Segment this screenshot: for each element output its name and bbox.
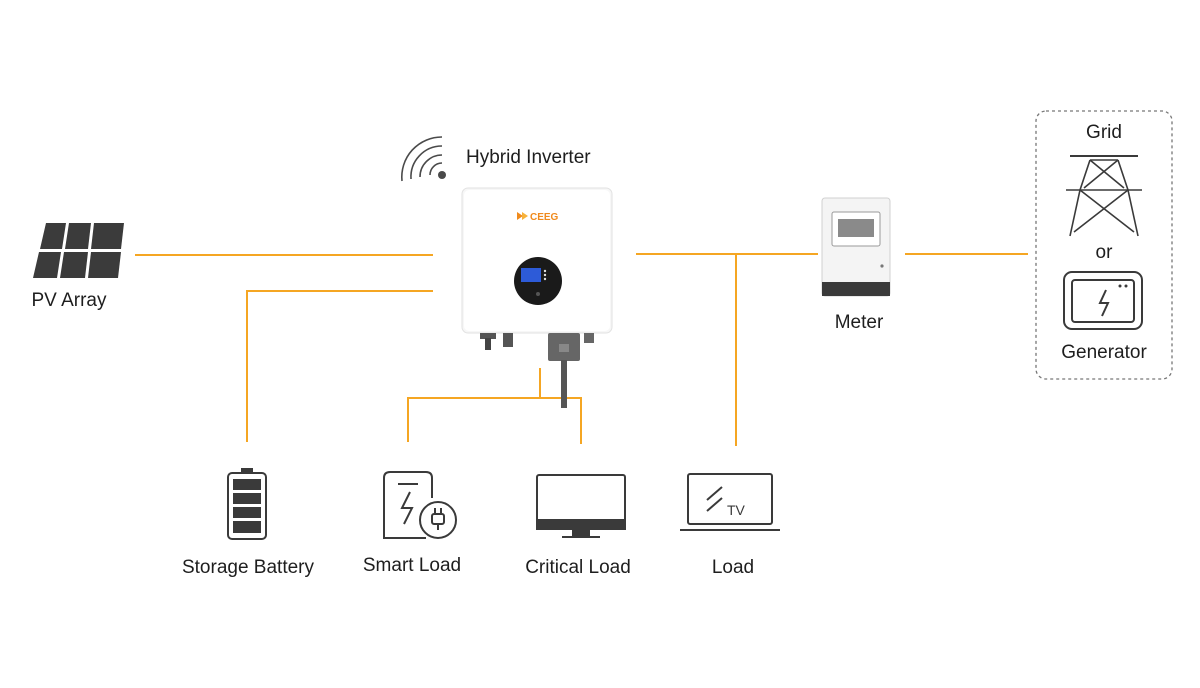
meter-icon — [821, 197, 891, 297]
battery-to-inverter-line — [246, 290, 433, 442]
monitor-icon — [536, 474, 626, 538]
generator-icon — [1063, 271, 1143, 330]
smart-load-label: Smart Load — [362, 555, 462, 576]
solar-panel-icon — [33, 223, 124, 278]
grid-source-frame — [1035, 110, 1173, 380]
brand-text: CEEG — [530, 212, 559, 223]
generator-label: Generator — [1061, 342, 1147, 363]
inverter-icon — [461, 187, 613, 408]
load-label: Load — [711, 557, 755, 578]
critical-load-label: Critical Load — [525, 557, 631, 578]
storage-battery-label: Storage Battery — [181, 557, 315, 578]
smart-load-line — [407, 397, 582, 444]
connection-lines — [135, 253, 1028, 446]
brand-logo — [517, 212, 528, 220]
inverter-label: Hybrid Inverter — [466, 147, 591, 168]
transmission-tower-icon — [1066, 155, 1142, 237]
tv-text: TV — [727, 502, 746, 518]
smart-plug-icon — [383, 471, 457, 539]
meter-label: Meter — [834, 312, 884, 333]
or-label: or — [1095, 242, 1113, 263]
grid-label: Grid — [1086, 122, 1122, 143]
pv-array-label: PV Array — [31, 290, 107, 311]
wifi-icon — [401, 136, 446, 182]
battery-icon — [227, 468, 267, 540]
tv-icon: TV — [680, 473, 780, 531]
